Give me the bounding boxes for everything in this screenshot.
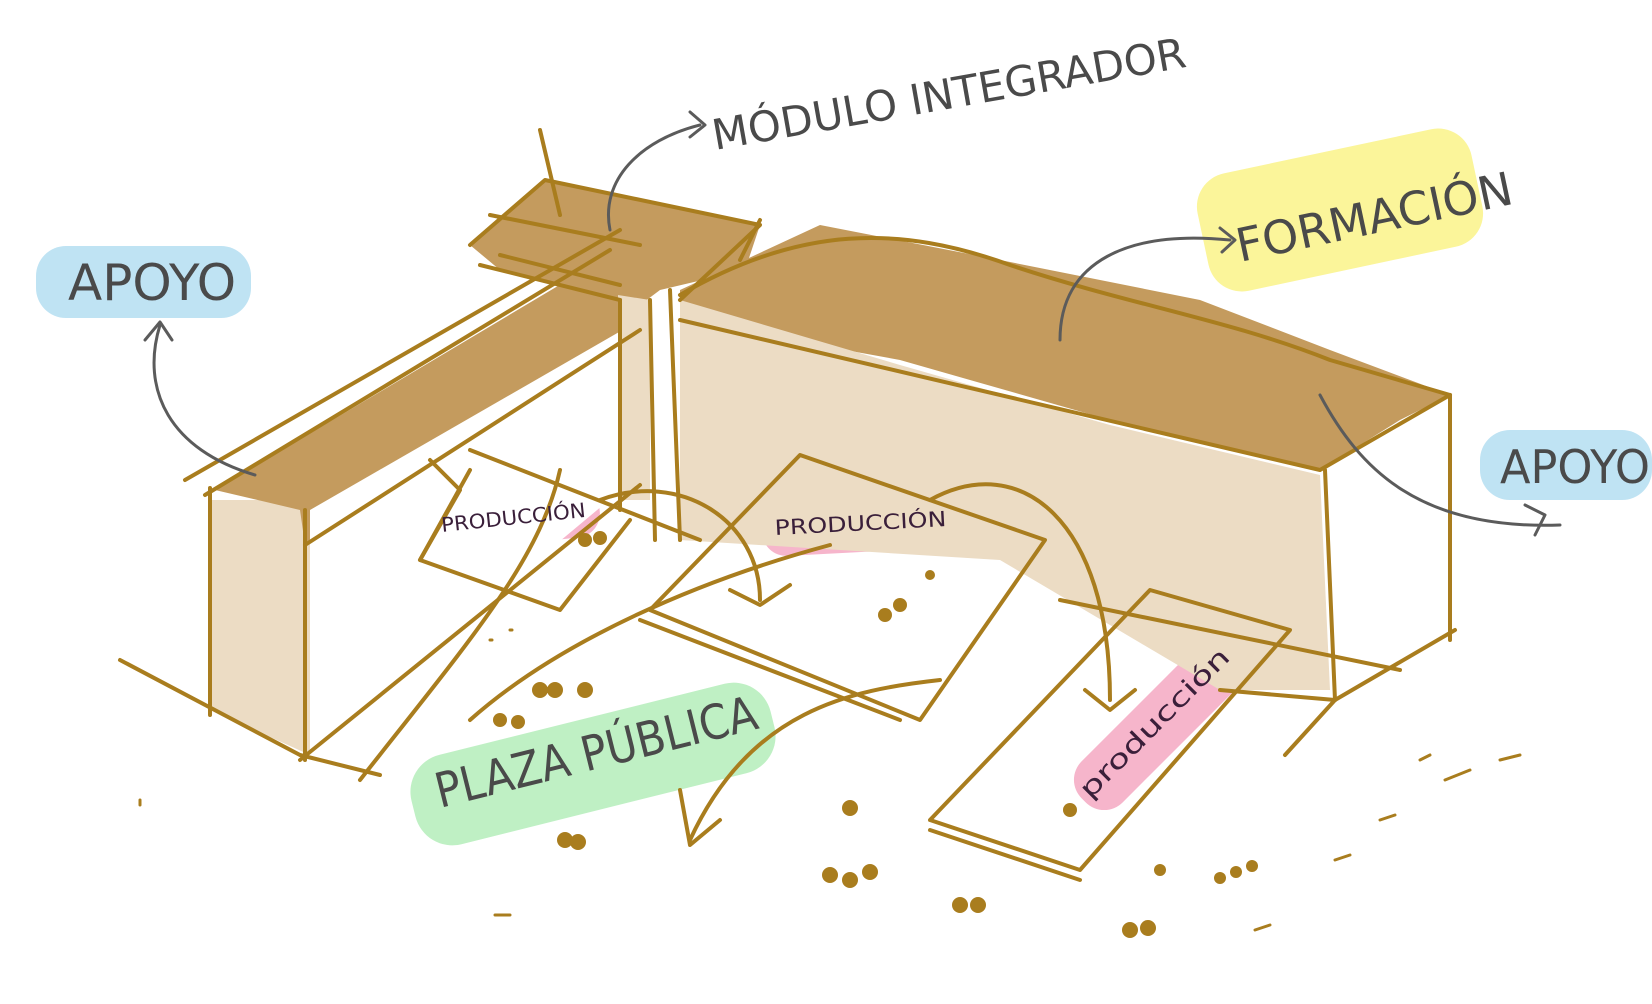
main-block-wall [680, 300, 1330, 690]
connector-pillar [618, 295, 650, 500]
connector-block [470, 180, 760, 330]
people-figures [493, 531, 1258, 938]
apoyo-left-highlight [36, 246, 251, 318]
right-end-wall [1330, 400, 1450, 695]
main-block-roof [680, 225, 1450, 470]
building-outlines [118, 128, 1457, 777]
left-wing-wall [210, 500, 310, 755]
ground-marks [138, 628, 1522, 932]
left-wing-front-wall [310, 320, 645, 750]
apoyo-left-label: APOYO [68, 254, 236, 312]
apoyo-right-highlight [1480, 430, 1652, 500]
production-platforms [358, 448, 1402, 882]
plaza-publica-highlight [410, 682, 776, 846]
apoyo-right-label: APOYO [1500, 440, 1650, 494]
annotation-arrows [143, 110, 1562, 537]
flow-arrows [598, 482, 1137, 847]
formacion-highlight [1196, 128, 1484, 292]
left-wing-roof [215, 255, 640, 545]
modulo-integrador-label: MÓDULO INTEGRADOR [708, 27, 1189, 160]
produccion-3-label: producción [1074, 642, 1237, 805]
